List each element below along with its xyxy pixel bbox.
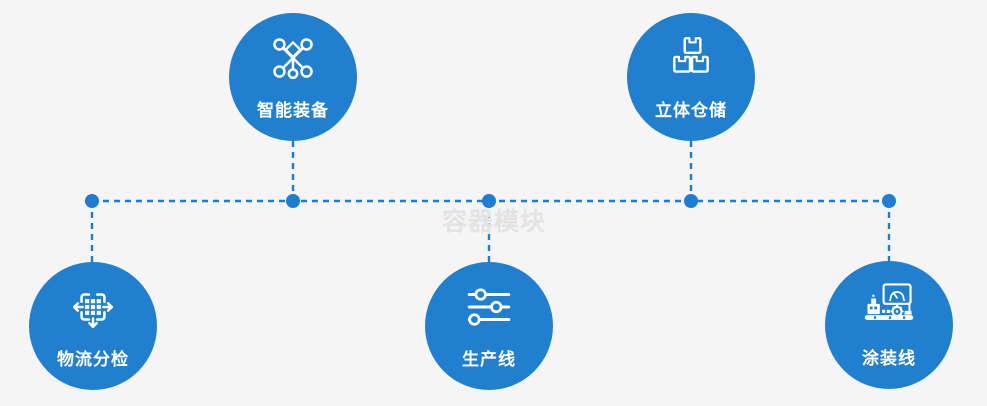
sliders-icon: [464, 281, 514, 333]
network-nodes-icon: [268, 32, 318, 84]
node-label: 涂装线: [862, 349, 916, 368]
junction-dot: [85, 194, 99, 208]
junction-dot: [684, 194, 698, 208]
node-smart-equipment: 智能装备: [229, 13, 357, 141]
node-label: 智能装备: [257, 101, 329, 120]
node-production-line: 生产线: [425, 262, 553, 390]
node-painting-line: 涂装线: [825, 261, 953, 389]
stacked-boxes-icon: [666, 32, 716, 84]
node-logistics-sorting: 物流分检: [29, 262, 157, 390]
node-label: 立体仓储: [655, 101, 727, 120]
junction-dot: [482, 194, 496, 208]
node-label: 物流分检: [57, 350, 129, 369]
node-warehouse: 立体仓储: [627, 13, 755, 141]
sorting-arrows-icon: [68, 281, 118, 333]
machine-monitor-icon: [861, 280, 917, 332]
junction-dot: [286, 194, 300, 208]
node-label: 生产线: [462, 350, 516, 369]
junction-dot: [882, 194, 896, 208]
watermark: 容器模块: [442, 208, 547, 236]
